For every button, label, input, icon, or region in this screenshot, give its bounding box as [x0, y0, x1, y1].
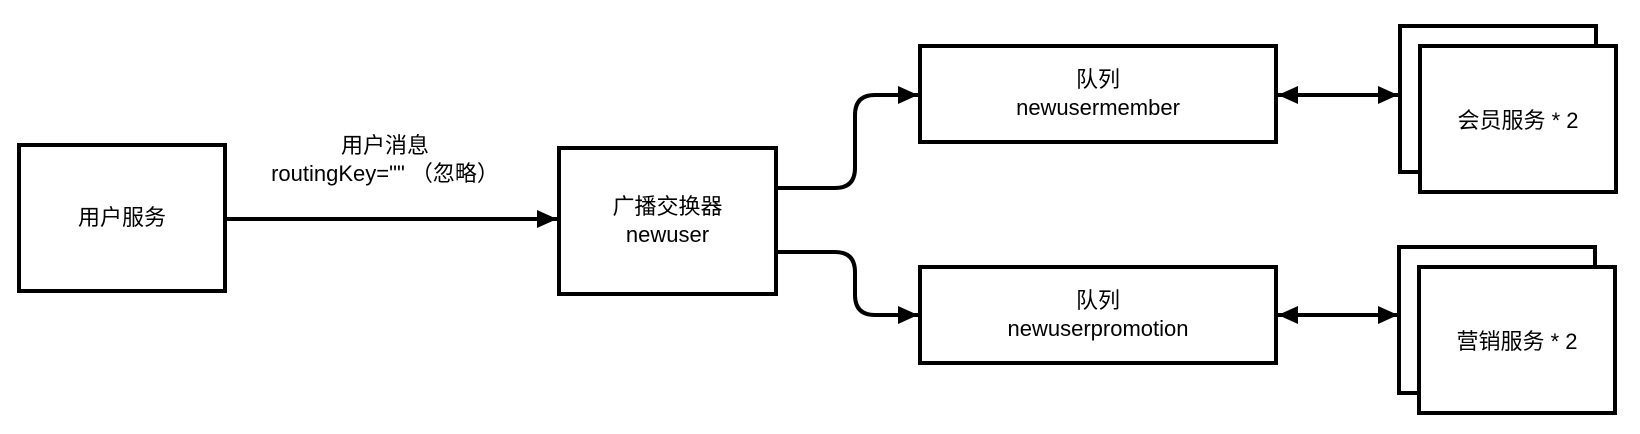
fanout-connector-promotion [778, 250, 918, 324]
node-promotion-service: 营销服务 * 2 [1417, 265, 1617, 415]
node-queue-newuserpromotion-name: newuserpromotion [1007, 316, 1189, 341]
node-promotion-service-stack: 营销服务 * 2 [1397, 245, 1617, 415]
node-queue-newuserpromotion-label: 队列 [1075, 288, 1120, 313]
fanout-connector-member [778, 86, 918, 190]
node-member-service-stack: 会员服务 * 2 [1398, 24, 1618, 194]
node-user-service: 用户服务 [17, 143, 227, 293]
node-broadcast-exchange: 广播交换器 newuser [557, 146, 778, 296]
publish-message-label: 用户消息 routingKey="" （忽略） [235, 132, 535, 188]
node-queue-newusermember-label: 队列 [1075, 67, 1120, 92]
publish-message-label-line1: 用户消息 [340, 133, 429, 158]
node-user-service-label: 用户服务 [77, 205, 166, 230]
node-promotion-service-label: 营销服务 * 2 [1456, 329, 1578, 354]
publish-message-label-line2: routingKey="" （忽略） [271, 161, 499, 186]
node-member-service: 会员服务 * 2 [1418, 44, 1618, 194]
node-member-service-label: 会员服务 * 2 [1457, 108, 1579, 133]
node-queue-newuserpromotion: 队列 newuserpromotion [918, 265, 1278, 365]
node-queue-newusermember: 队列 newusermember [918, 44, 1278, 144]
node-queue-newusermember-name: newusermember [1016, 95, 1180, 120]
node-broadcast-exchange-label: 广播交换器 [612, 194, 723, 219]
node-broadcast-exchange-name: newuser [625, 222, 710, 247]
